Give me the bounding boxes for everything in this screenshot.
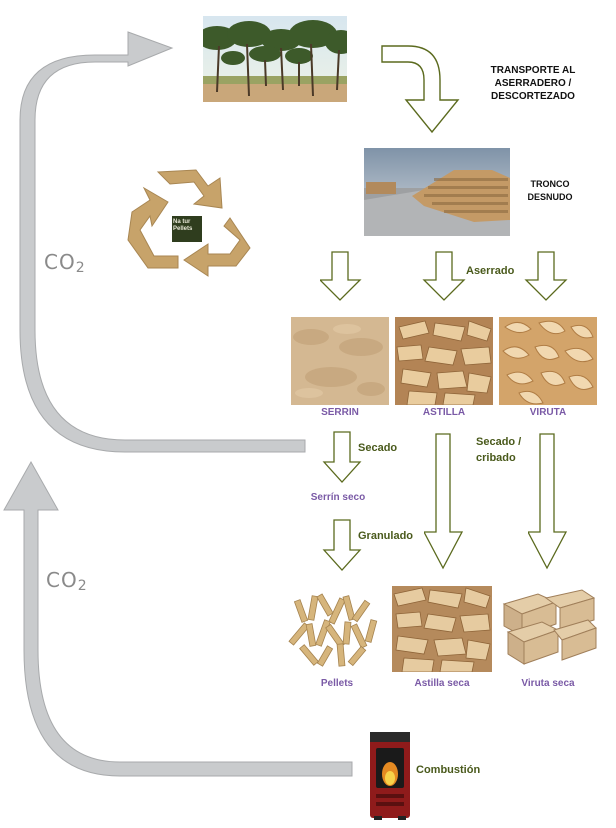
granulado-arrow: [322, 519, 362, 571]
viruta-long-arrow: [528, 433, 568, 570]
transport-curved-arrow: [381, 45, 460, 134]
secado-label: Secado: [358, 442, 398, 454]
pellet-stove-image: [368, 730, 412, 822]
combustion-label: Combustión: [416, 764, 481, 776]
co2-top-label: CO2: [44, 250, 86, 276]
pellets-image: [288, 586, 386, 672]
transport-label: TRANSPORTE AL ASERRADERO / DESCORTEZADO: [490, 65, 576, 102]
pine-forest-image: [203, 16, 347, 102]
arrow-to-serrin: [320, 251, 362, 301]
co2-lower-cycle-arrow: [3, 460, 353, 777]
co2-top-base: CO: [44, 250, 76, 274]
aserrado-label: Aserrado: [466, 265, 515, 277]
naturpellets-recycle-logo: Na tur Pellets: [124, 166, 254, 278]
granulado-label: Granulado: [358, 530, 414, 542]
co2-bottom-sub: 2: [77, 578, 88, 594]
log-yard-image: [364, 148, 510, 236]
secado-arrow: [322, 431, 362, 483]
co2-top-sub: 2: [75, 260, 86, 276]
serrin-seco-label: Serrín seco: [310, 492, 366, 503]
co2-bottom-label: CO2: [46, 568, 88, 594]
co2-upper-cycle-arrow: [19, 31, 306, 453]
astilla-image: [395, 317, 493, 405]
viruta-seca-label: Viruta seca: [521, 678, 575, 689]
viruta-seca-image: [498, 586, 598, 672]
viruta-image: [499, 317, 597, 405]
logo-text: Na tur Pellets: [173, 219, 193, 232]
tronco-label: TRONCO DESNUDO: [527, 179, 573, 202]
arrow-to-astilla: [422, 251, 466, 301]
astilla-long-arrow: [424, 433, 464, 570]
arrow-to-viruta: [524, 251, 568, 301]
astilla-seca-image: [392, 586, 492, 672]
astilla-seca-label: Astilla seca: [414, 678, 470, 689]
pellets-label: Pellets: [320, 678, 354, 689]
co2-bottom-base: CO: [46, 568, 78, 592]
aserrado-arrows: [320, 251, 568, 301]
serrin-image: [291, 317, 389, 405]
secado-cribado-label: Secado / cribado: [476, 436, 522, 464]
astilla-label: ASTILLA: [422, 407, 466, 418]
viruta-label: VIRUTA: [529, 407, 567, 418]
serrin-label: SERRIN: [321, 407, 359, 418]
